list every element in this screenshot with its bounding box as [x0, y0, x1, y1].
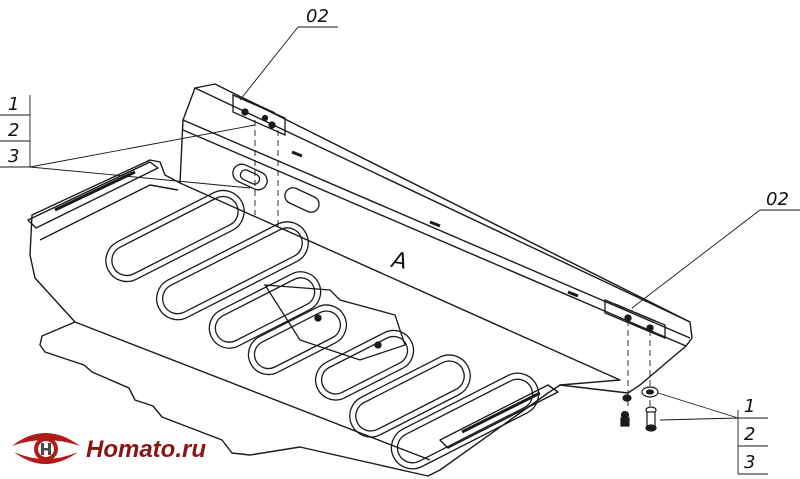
- callout-stack-left: [0, 95, 256, 189]
- mount-bracket-right: [604, 299, 666, 339]
- callout-right-3: 3: [744, 452, 755, 473]
- callout-02-top: [239, 26, 338, 101]
- mount-bracket-left: [232, 94, 286, 136]
- callout-left-3: 3: [8, 146, 19, 167]
- logo-emblem-icon: [12, 433, 80, 464]
- relief-3: [208, 271, 322, 349]
- brand-logo: Homato.ru: [12, 433, 206, 464]
- relief-7: [390, 372, 540, 470]
- relief-2: [155, 221, 309, 321]
- slot-mid: [284, 187, 320, 213]
- logo-text: Homato.ru: [86, 436, 206, 463]
- callout-right-1: 1: [744, 396, 755, 417]
- relief-4: [247, 304, 348, 376]
- callout-right-2: 2: [744, 424, 755, 445]
- slot-left: [232, 163, 268, 191]
- callout-left-2: 2: [8, 120, 19, 141]
- relief-1: [105, 189, 245, 283]
- callout-label-02-right: 02: [766, 189, 789, 210]
- plate-marking: A: [388, 248, 408, 275]
- nut-icon: [622, 394, 632, 402]
- front-wall-features: [232, 150, 579, 298]
- stamped-reliefs: [105, 189, 540, 470]
- plate-outline: [29, 83, 693, 477]
- relief-5: [314, 329, 415, 401]
- relief-6: [349, 354, 471, 438]
- skid-plate: [27, 83, 693, 477]
- callout-label-02-top: 02: [306, 6, 329, 27]
- callout-left-1: 1: [8, 94, 19, 115]
- callout-stack-right: [657, 392, 768, 475]
- fasteners: [620, 386, 659, 432]
- callout-02-right: [631, 209, 800, 309]
